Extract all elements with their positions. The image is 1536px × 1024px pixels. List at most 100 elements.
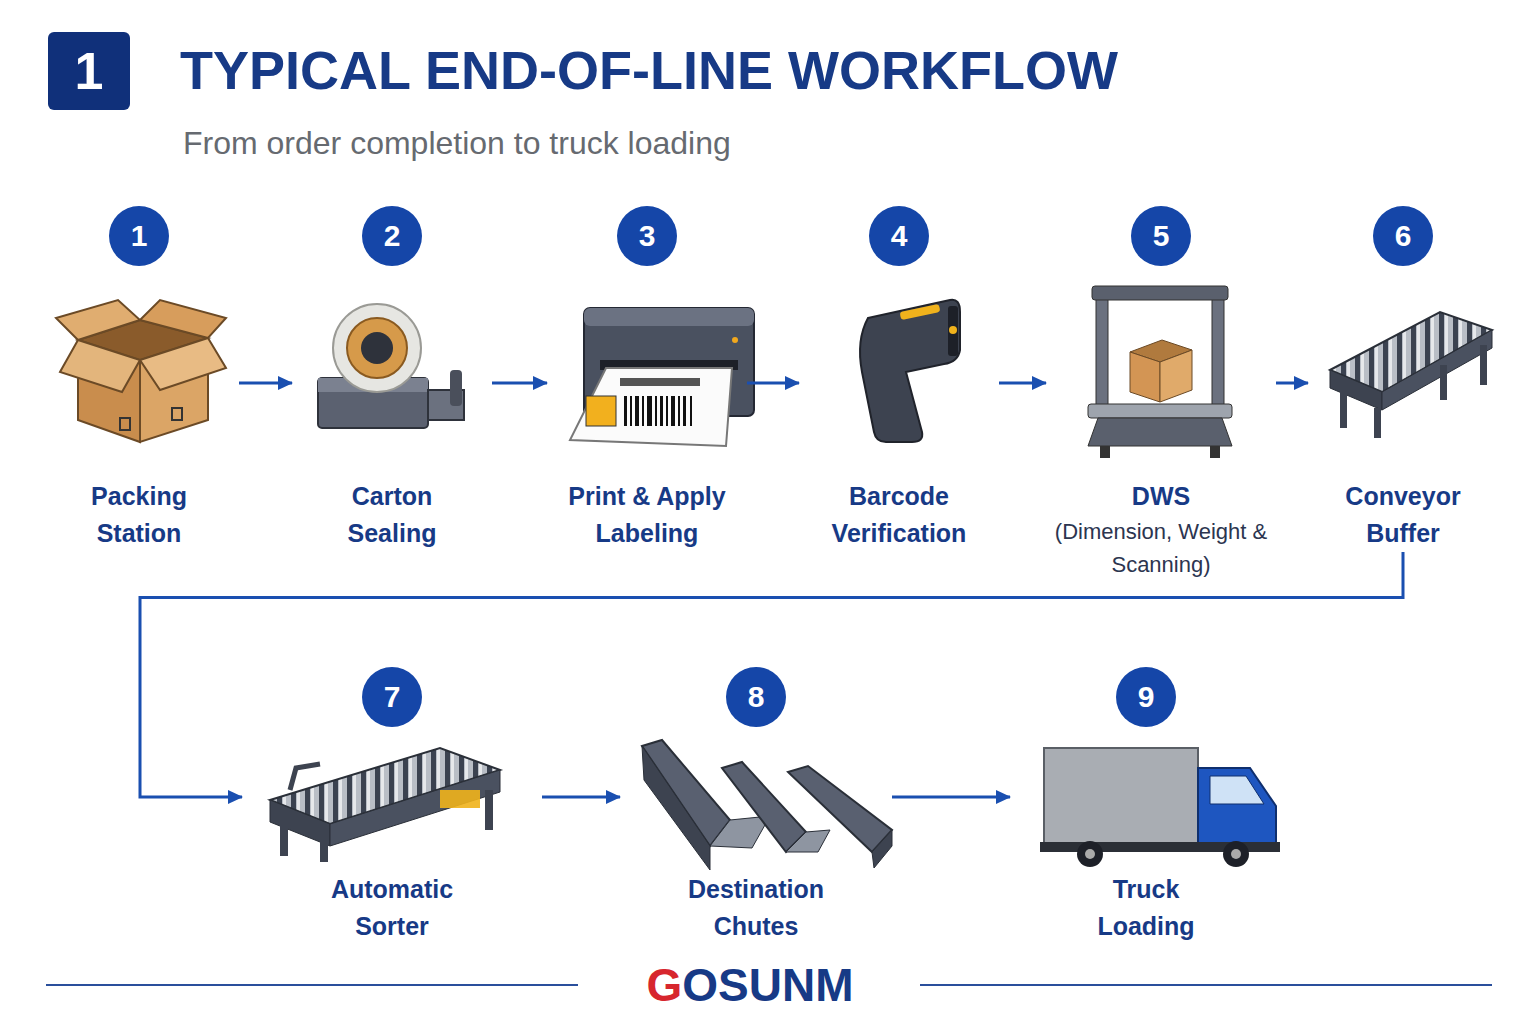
label-printer-icon-part-part bbox=[624, 396, 627, 426]
label-printer-icon-part-part bbox=[660, 396, 663, 426]
dws-station-icon-part bbox=[1096, 290, 1108, 410]
sorter-icon-part bbox=[290, 764, 320, 790]
label-printer-icon-part-part bbox=[683, 396, 686, 426]
workflow-step: 9Truck Loading bbox=[1010, 667, 1282, 945]
dws-station-icon-part bbox=[1160, 350, 1192, 402]
flow-arrow bbox=[140, 552, 1403, 797]
barcode-scanner-icon-part bbox=[948, 306, 958, 356]
icon-space bbox=[1156, 266, 1166, 478]
step-label: Truck Loading bbox=[1071, 871, 1221, 945]
chute-icon-part bbox=[642, 746, 710, 870]
tape-dispenser-icon-part bbox=[450, 370, 462, 406]
cardboard-box-icon-part bbox=[140, 338, 226, 390]
dws-station-icon-part bbox=[1130, 352, 1160, 402]
conveyor-icon-part bbox=[1440, 365, 1447, 400]
label-printer-icon-part-part bbox=[690, 396, 692, 426]
tape-dispenser-icon-part bbox=[333, 304, 421, 392]
step-label: Carton Sealing bbox=[317, 478, 467, 552]
label-printer-icon-part bbox=[620, 378, 700, 386]
label-printer-icon-part-part bbox=[635, 396, 639, 426]
title-badge bbox=[48, 32, 130, 110]
workflow-step: 5DWS(Dimension, Weight & Scanning) bbox=[1046, 206, 1276, 581]
step-label: DWS bbox=[1046, 478, 1276, 515]
icon-space bbox=[1141, 727, 1151, 871]
truck-icon-part bbox=[1198, 768, 1276, 846]
truck-icon-part bbox=[1210, 776, 1264, 804]
tape-dispenser-icon bbox=[318, 304, 464, 428]
diagram-title: TYPICAL END-OF-LINE WORKFLOW bbox=[180, 38, 1118, 102]
step-number: 6 bbox=[1373, 206, 1433, 266]
icon-space bbox=[1398, 266, 1408, 478]
barcode-scanner-icon-part bbox=[860, 300, 960, 442]
sorter-icon-part bbox=[270, 800, 330, 846]
icon-space bbox=[642, 266, 652, 478]
chute-icon-part bbox=[786, 830, 830, 852]
truck-icon-part bbox=[1044, 748, 1198, 844]
workflow-step: 2Carton Sealing bbox=[292, 206, 492, 552]
chute-icon-part bbox=[872, 830, 892, 868]
conveyor-icon bbox=[1330, 312, 1492, 438]
step-label: Conveyor Buffer bbox=[1318, 478, 1488, 552]
sorter-icon-part bbox=[485, 790, 493, 830]
flow-arrow bbox=[747, 382, 799, 385]
brand-logo: GOSUNM bbox=[600, 958, 900, 1012]
conveyor-icon-part bbox=[1340, 388, 1347, 428]
step-number: 8 bbox=[726, 667, 786, 727]
dws-station-icon-part bbox=[1092, 286, 1228, 300]
label-printer-icon-part bbox=[570, 368, 732, 446]
step-number: 7 bbox=[362, 667, 422, 727]
cardboard-box-icon-part bbox=[172, 408, 182, 420]
flow-arrow bbox=[892, 796, 1010, 799]
workflow-step: 7Automatic Sorter bbox=[242, 667, 542, 945]
flow-arrow bbox=[492, 382, 547, 385]
cardboard-box-icon-part bbox=[56, 300, 140, 340]
subtitle: From order completion to truck loading bbox=[183, 124, 731, 162]
truck-icon-part bbox=[1231, 849, 1241, 859]
footer-rule-part bbox=[920, 984, 1492, 986]
label-printer-icon bbox=[570, 308, 754, 446]
step-number: 2 bbox=[362, 206, 422, 266]
label-printer-icon-part-part bbox=[666, 396, 668, 426]
step-number: 4 bbox=[869, 206, 929, 266]
workflow-step: 8Destination Chutes bbox=[620, 667, 892, 945]
icon-space bbox=[751, 727, 761, 871]
sorter-icon-part bbox=[280, 820, 288, 856]
flow-arrow bbox=[999, 382, 1046, 385]
badge-number: 1 bbox=[48, 32, 130, 110]
barcode-scanner-icon-part bbox=[900, 304, 941, 320]
dws-station-icon-part bbox=[1212, 290, 1224, 410]
workflow-step: 3Print & Apply Labeling bbox=[547, 206, 747, 552]
step-label: Packing Station bbox=[64, 478, 214, 552]
tape-dispenser-icon-part bbox=[361, 332, 393, 364]
chute-icon bbox=[642, 740, 892, 870]
dws-station-icon bbox=[1088, 286, 1232, 458]
label-printer-icon-part-part bbox=[655, 396, 657, 426]
chute-icon-part bbox=[788, 766, 892, 852]
flow-arrow bbox=[239, 382, 292, 385]
dws-station-icon-part bbox=[1210, 446, 1220, 458]
truck-icon-part bbox=[1223, 841, 1249, 867]
label-printer-icon-part bbox=[584, 308, 754, 326]
step-number: 3 bbox=[617, 206, 677, 266]
step-label: Automatic Sorter bbox=[305, 871, 480, 945]
cardboard-box-icon-part bbox=[60, 340, 140, 392]
dws-station-icon-part bbox=[1100, 446, 1110, 458]
dws-station-icon-part bbox=[1088, 418, 1232, 446]
icon-space bbox=[387, 266, 397, 478]
cardboard-box-icon-part bbox=[140, 300, 226, 338]
flow-arrow bbox=[542, 796, 620, 799]
conveyor-icon-part bbox=[1374, 408, 1381, 438]
barcode-scanner-icon-part bbox=[949, 326, 957, 334]
truck-icon-part bbox=[1077, 841, 1103, 867]
label-printer-icon-part bbox=[732, 337, 738, 343]
workflow-step: 4Barcode Verification bbox=[799, 206, 999, 552]
sorter-icon-part bbox=[440, 790, 480, 808]
workflow-step: 1Packing Station bbox=[39, 206, 239, 552]
step-sublabel: (Dimension, Weight & Scanning) bbox=[1046, 515, 1276, 581]
workflow-step: 6Conveyor Buffer bbox=[1308, 206, 1498, 552]
dws-station-icon-part bbox=[1088, 404, 1232, 418]
label-printer-icon-part bbox=[586, 396, 616, 426]
icon-space bbox=[387, 727, 397, 871]
conveyor-icon-part bbox=[1330, 370, 1382, 410]
cardboard-box-icon-part bbox=[120, 418, 130, 430]
